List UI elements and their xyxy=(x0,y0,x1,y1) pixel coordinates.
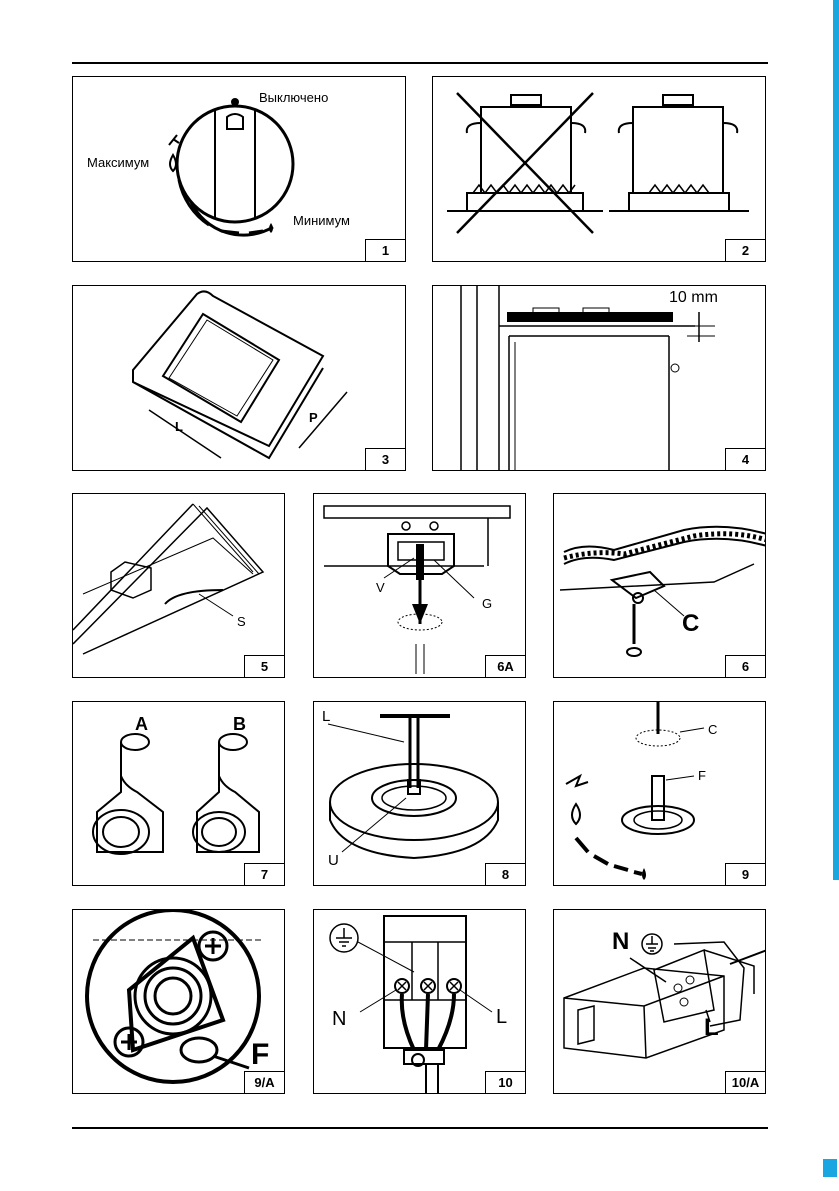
figure-number: 5 xyxy=(244,655,284,677)
label-l: L xyxy=(704,1014,719,1041)
figure-number: 6 xyxy=(725,655,765,677)
label-off: Выключено xyxy=(259,90,329,105)
label-l: L xyxy=(496,1006,508,1028)
figure-8-injector: L U 8 xyxy=(313,701,526,886)
figure-10-terminal: N L 10 xyxy=(313,909,526,1094)
label-c: C xyxy=(708,722,718,737)
figure-number: 10 xyxy=(485,1071,525,1093)
seal-drawing xyxy=(73,503,265,655)
figure-number: 1 xyxy=(365,239,405,261)
cutout-drawing xyxy=(132,290,348,460)
figure-number: 9/A xyxy=(244,1071,284,1093)
corner-mark xyxy=(823,1159,837,1177)
figure-number: 8 xyxy=(485,863,525,885)
terminal-drawing xyxy=(329,915,493,1093)
top-rule xyxy=(72,62,768,64)
bottom-rule xyxy=(72,1127,768,1129)
side-color-tab xyxy=(833,0,839,880)
figure-number: 7 xyxy=(244,863,284,885)
label-v: V xyxy=(376,580,385,595)
label-c: C xyxy=(682,610,700,637)
label-f: F xyxy=(698,768,706,783)
label-min: Минимум xyxy=(293,213,350,228)
figure-3-cutout: L P 3 xyxy=(72,285,406,471)
label-l: L xyxy=(175,419,183,434)
figure-2-pots: 2 xyxy=(432,76,766,262)
label-n: N xyxy=(612,928,630,955)
figure-9a-closeup: F 9/A xyxy=(72,909,285,1094)
label-g: G xyxy=(482,596,493,611)
figure-10a-clamp: N L 10/A xyxy=(553,909,766,1094)
figure-7-connectors: A B 7 xyxy=(72,701,285,886)
figure-6-clamp: C 6 xyxy=(553,493,766,678)
adjustment-drawing xyxy=(565,702,705,880)
closeup-drawing xyxy=(85,910,263,1084)
label-max: Максимум xyxy=(87,155,150,170)
figure-number: 10/A xyxy=(725,1071,765,1093)
figure-number: 3 xyxy=(365,448,405,470)
label-a: A xyxy=(135,714,148,734)
figure-4-gap: 10 mm 4 xyxy=(432,285,766,471)
cable-clamp-drawing xyxy=(563,933,765,1059)
figure-1-knob: Выключено Максимум Минимум 1 xyxy=(72,76,406,262)
figure-6a-bracket: V G 6A xyxy=(313,493,526,678)
label-l: L xyxy=(322,708,331,725)
label-p: P xyxy=(309,410,318,425)
gap-drawing xyxy=(460,286,715,470)
figure-number: 2 xyxy=(725,239,765,261)
label-gap: 10 mm xyxy=(669,289,718,306)
figure-number: 6A xyxy=(485,655,525,677)
label-s: S xyxy=(237,614,246,629)
label-n: N xyxy=(332,1008,347,1030)
injector-drawing xyxy=(327,714,499,860)
clamp-drawing xyxy=(559,525,765,657)
label-f: F xyxy=(251,1038,270,1071)
label-u: U xyxy=(328,852,339,869)
pots-drawing xyxy=(447,92,749,234)
connectors-drawing xyxy=(92,733,260,855)
figure-9-adjustment: C F 9 xyxy=(553,701,766,886)
figure-number: 4 xyxy=(725,448,765,470)
knob-drawing xyxy=(168,98,295,237)
bracket-drawing xyxy=(323,505,511,674)
label-b: B xyxy=(233,714,246,734)
figure-5-seal: S 5 xyxy=(72,493,285,678)
figure-number: 9 xyxy=(725,863,765,885)
